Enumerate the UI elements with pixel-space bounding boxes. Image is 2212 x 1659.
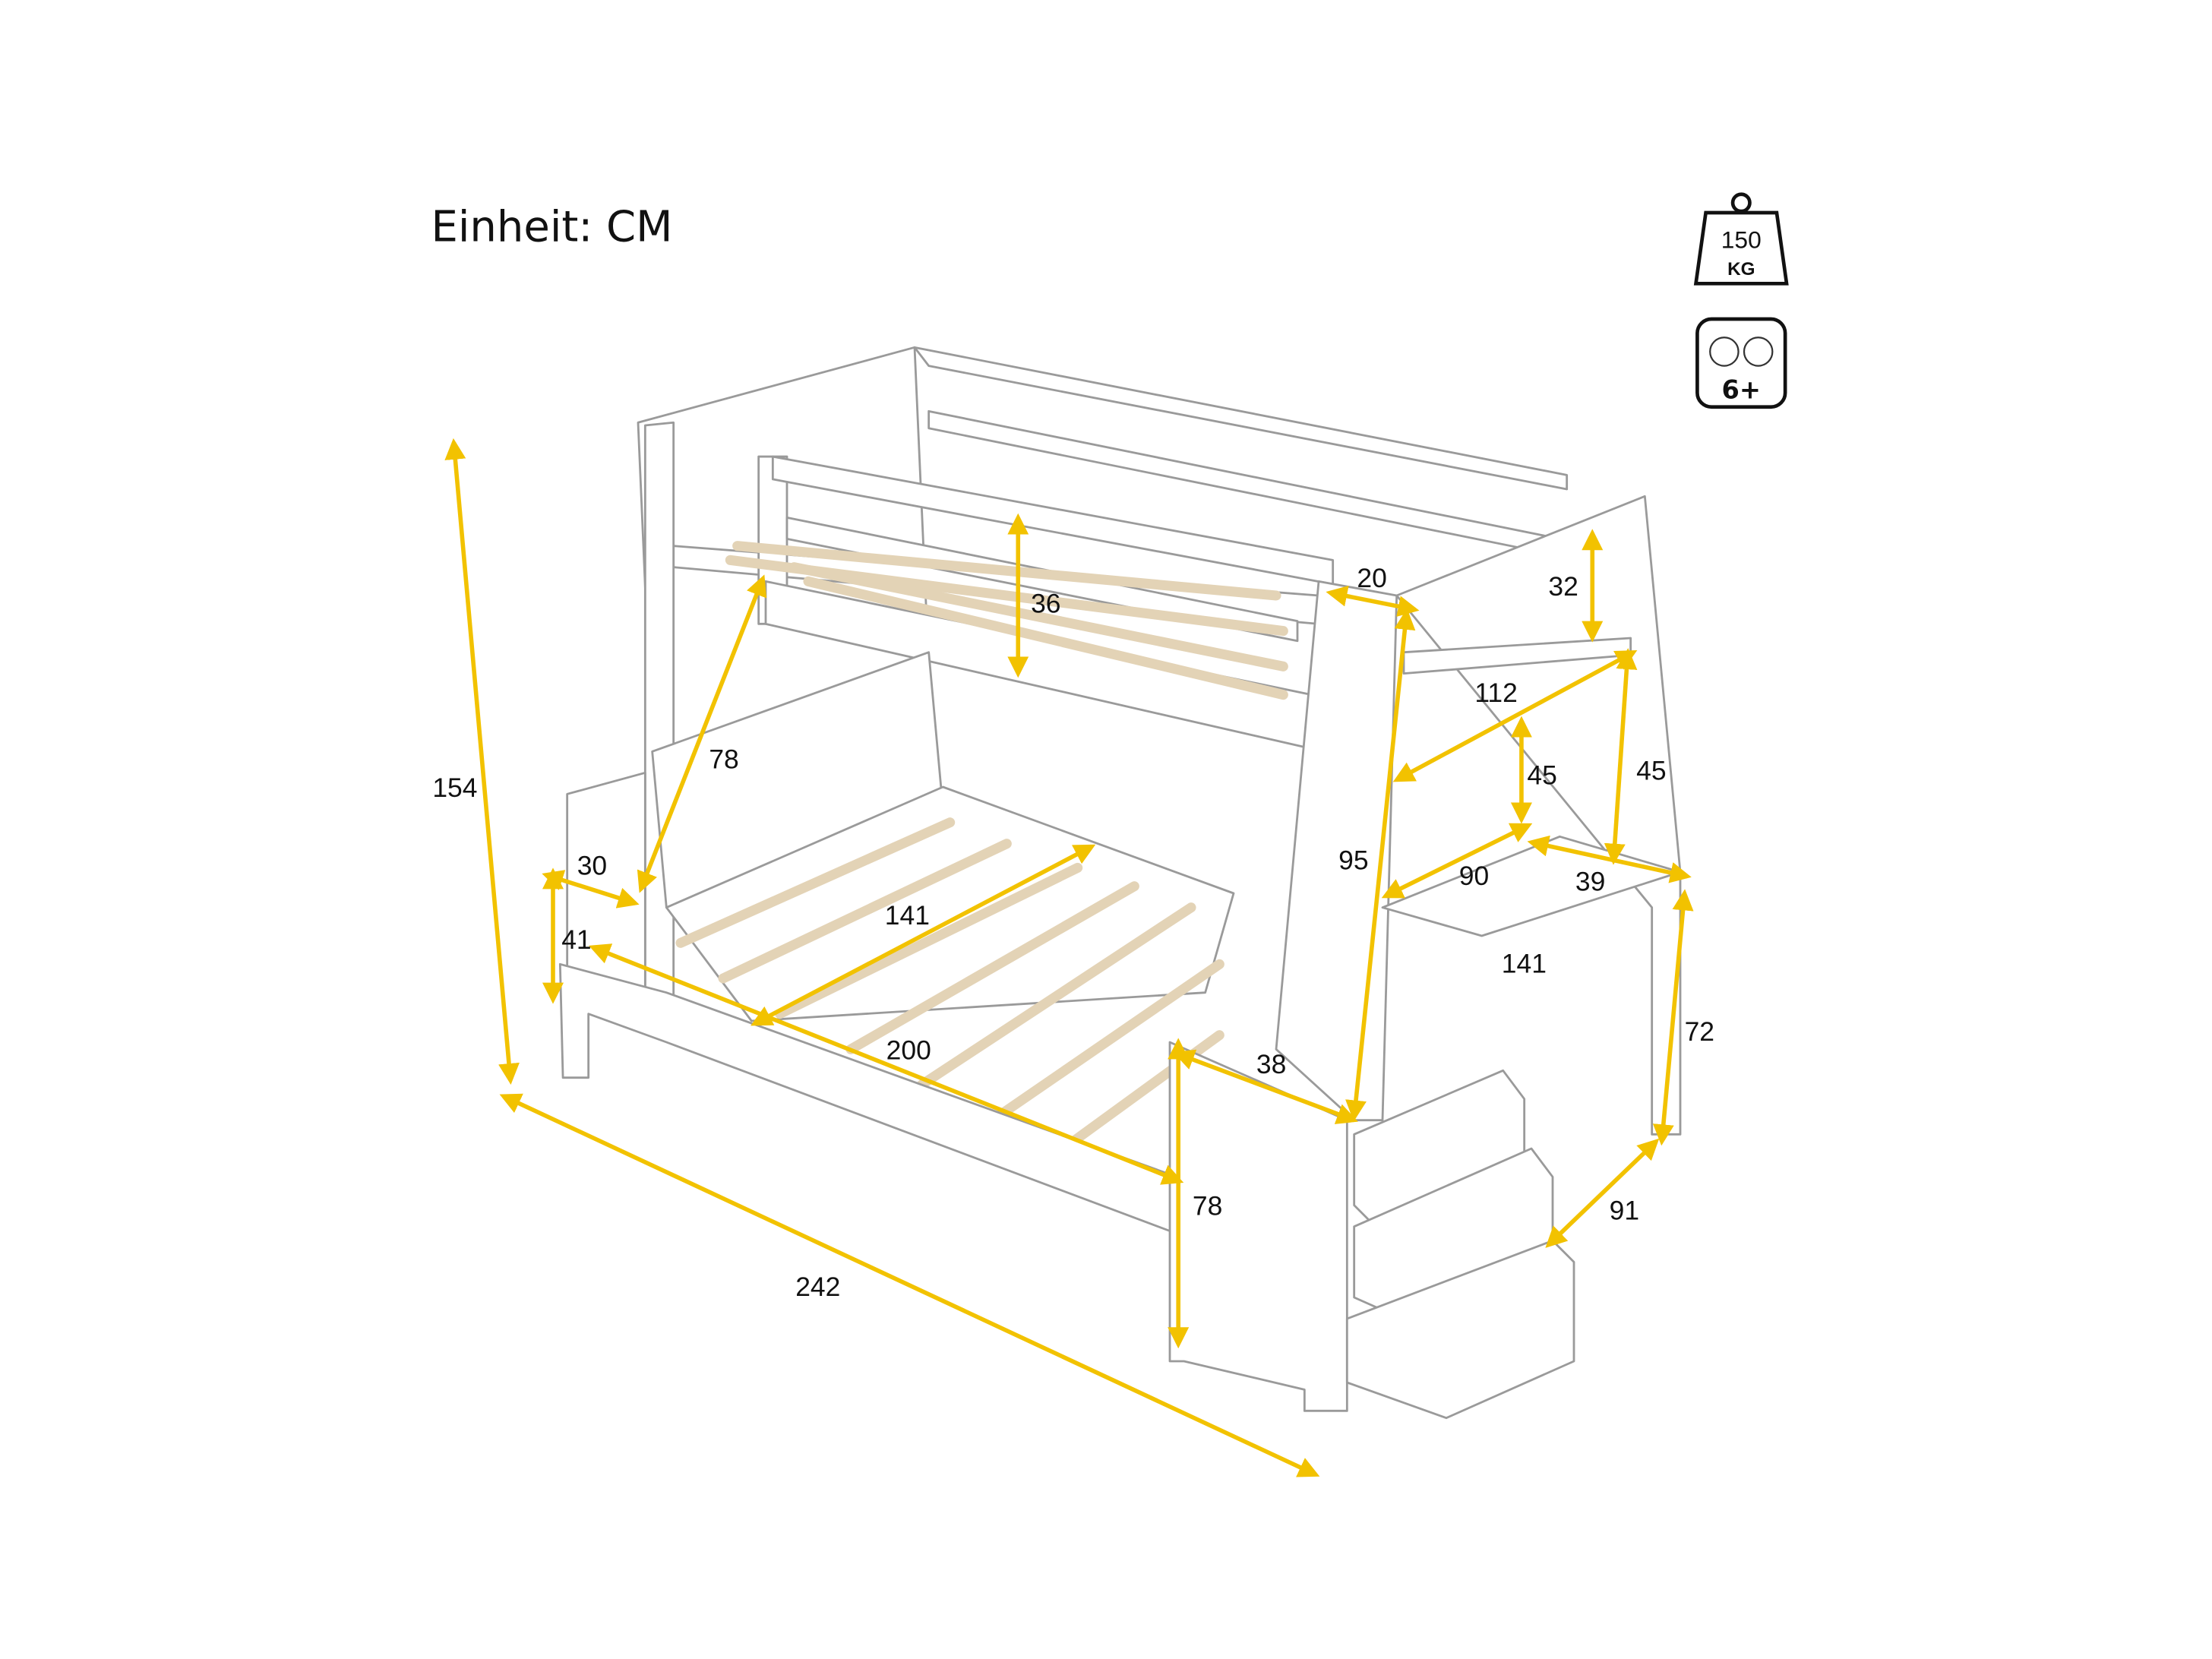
dim-shelf-depth: 20 [1357,563,1386,593]
dim-shelf-width: 112 [1474,678,1518,708]
dim-side-panel-height: 95 [1338,845,1368,875]
dim-ladder-length: 78 [709,744,738,775]
age-value: 6+ [1722,375,1762,405]
bed-illustration [558,346,1682,1420]
dim-step-depth: 30 [577,851,607,881]
dim-shelf-gap-inner: 45 [1527,760,1556,790]
dim-shelf-gap-outer: 45 [1636,756,1666,786]
dim-lower-bed-length: 200 [886,1035,931,1065]
weight-value: 150 [1721,226,1762,254]
weight-unit: KG [1727,259,1755,280]
upper-slats [725,541,1288,700]
dim-total-height: 154 [432,773,477,803]
dim-desk-side-depth: 91 [1610,1195,1639,1225]
dim-upper-guard-height: 36 [1031,588,1060,618]
dim-cabinet-width: 38 [1256,1049,1286,1079]
dim-desk-inner-width: 90 [1459,861,1489,891]
dim-desk-height: 72 [1685,1016,1714,1047]
dimension-arrows [444,438,1694,1477]
weight-icon: 150 KG [1693,192,1789,286]
dimension-labels: 154 242 36 78 30 41 141 200 20 32 112 45… [432,563,1714,1302]
dim-lower-bed-width: 141 [885,900,930,931]
unit-label: Einheit: CM [431,202,672,251]
dim-desk-depth: 39 [1575,866,1605,896]
dim-top-shelf-height: 32 [1548,571,1578,602]
dim-step-height: 41 [561,924,591,955]
dim-cabinet-height: 78 [1193,1191,1222,1221]
children-icon: 6+ [1695,317,1787,409]
dim-desk-width: 141 [1502,949,1547,979]
dim-total-length: 242 [795,1272,840,1302]
